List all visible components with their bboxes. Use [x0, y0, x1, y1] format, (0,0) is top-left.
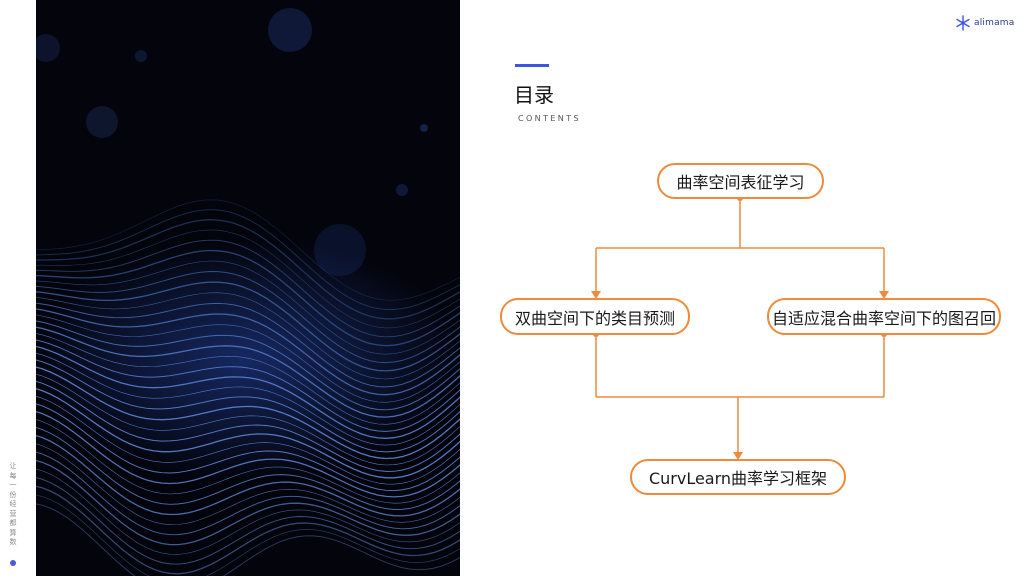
wave-line [36, 339, 460, 432]
arrowhead-right [879, 291, 889, 299]
wave-line [36, 260, 460, 355]
wave-line [36, 239, 460, 338]
wave-line [36, 199, 460, 301]
wave-line [36, 333, 460, 425]
wave-line [36, 314, 460, 403]
wave-line [36, 451, 460, 536]
alimama-logo: alimama [955, 15, 1014, 31]
wave-line [36, 443, 460, 526]
wave-line [36, 219, 460, 320]
flow-node-right: 自适应混合曲率空间下的图召回 [767, 298, 1001, 335]
wave-line [36, 271, 460, 364]
flow-node-bottom: CurvLearn曲率学习框架 [630, 459, 846, 495]
wave-line [36, 503, 460, 576]
side-strip: 让每一份经营都算数 [0, 0, 36, 576]
page-subtitle: CONTENTS [518, 114, 581, 123]
page-title: 目录 [514, 83, 554, 107]
arrowhead-left [591, 291, 601, 299]
flow-node-left: 双曲空间下的类目预测 [500, 298, 690, 335]
wave-line [36, 302, 460, 388]
wave-line [36, 485, 460, 575]
wave-line [36, 281, 460, 372]
wave-line [36, 494, 460, 576]
side-slogan: 让每一份经营都算数 [9, 462, 17, 546]
wave-line [36, 403, 460, 492]
wave-line [36, 352, 460, 446]
wave-line [36, 366, 460, 460]
logo-text: alimama [974, 18, 1015, 28]
wave-line [36, 410, 460, 498]
wave-line [36, 373, 460, 466]
hero-image-waves [36, 0, 460, 576]
wave-line [36, 249, 460, 347]
wave-line [36, 434, 460, 517]
wave-line [36, 477, 460, 565]
wave-line [36, 292, 460, 380]
wave-line [36, 388, 460, 479]
wave-line [36, 395, 460, 485]
wave-line [36, 419, 460, 504]
flow-node-top: 曲率空间表征学习 [657, 163, 824, 199]
wave-line [36, 359, 460, 453]
accent-bar [515, 64, 549, 67]
side-dot [10, 560, 16, 566]
wave-line [36, 427, 460, 510]
wave-line [36, 308, 460, 396]
snowflake-icon [956, 15, 970, 31]
wave-line [36, 320, 460, 411]
wave-line [36, 229, 460, 329]
wave-line [36, 209, 460, 310]
wave-artwork [36, 0, 460, 576]
wave-line [36, 345, 460, 439]
wave-line [36, 468, 460, 555]
wave-line [36, 459, 460, 546]
arrowhead-bottom [733, 452, 743, 460]
wave-line [36, 380, 460, 472]
wave-line [36, 326, 460, 418]
